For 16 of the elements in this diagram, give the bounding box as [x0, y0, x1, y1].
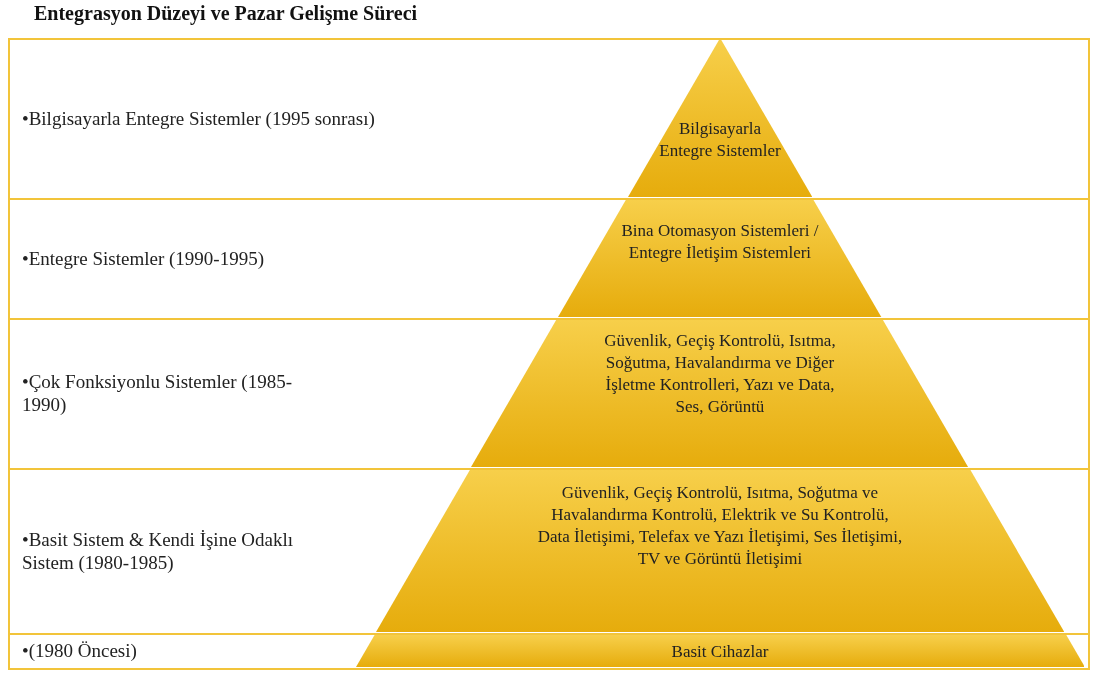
- tier-label: Güvenlik, Geçiş Kontrolü, Isıtma, Soğutma, Havalandırma ve Diğer İşletme Kontrolleri, Yazı ve Data, Ses, Görüntü: [603, 330, 837, 418]
- stage-label: •Entegre Sistemler (1990-1995): [22, 246, 265, 270]
- stage-label: •Basit Sistem & Kendi İşine Odaklı Sistem (1980-1985): [22, 527, 295, 574]
- stage-label: •(1980 Öncesi): [22, 639, 138, 662]
- stage-label: •Bilgisayarla Entegre Sistemler (1995 sonrası): [22, 106, 376, 130]
- tier-label: Güvenlik, Geçiş Kontrolü, Isıtma, Soğutma ve Havalandırma Kontrolü, Elektrik ve Su Kontrolü, Data İletişimi, Telefax ve Yazı İletişimi, Ses İletişimi, TV ve Görüntü İletişimi: [536, 482, 904, 570]
- row-band: [8, 38, 1090, 200]
- stage-label: •Çok Fonksiyonlu Sistemler (1985-1990): [22, 370, 294, 416]
- title: Entegrasyon Düzeyi ve Pazar Gelişme Süreci: [34, 2, 418, 25]
- row-band: [8, 198, 1090, 320]
- row-band: [8, 318, 1090, 470]
- tier-label: Bina Otomasyon Sistemleri / Entegre İletişim Sistemleri: [620, 220, 820, 264]
- row-band: [8, 468, 1090, 635]
- tier-label: Bilgisayarla Entegre Sistemler: [658, 118, 782, 162]
- tier-label: Basit Cihazlar: [670, 641, 770, 663]
- row-band: [8, 633, 1090, 670]
